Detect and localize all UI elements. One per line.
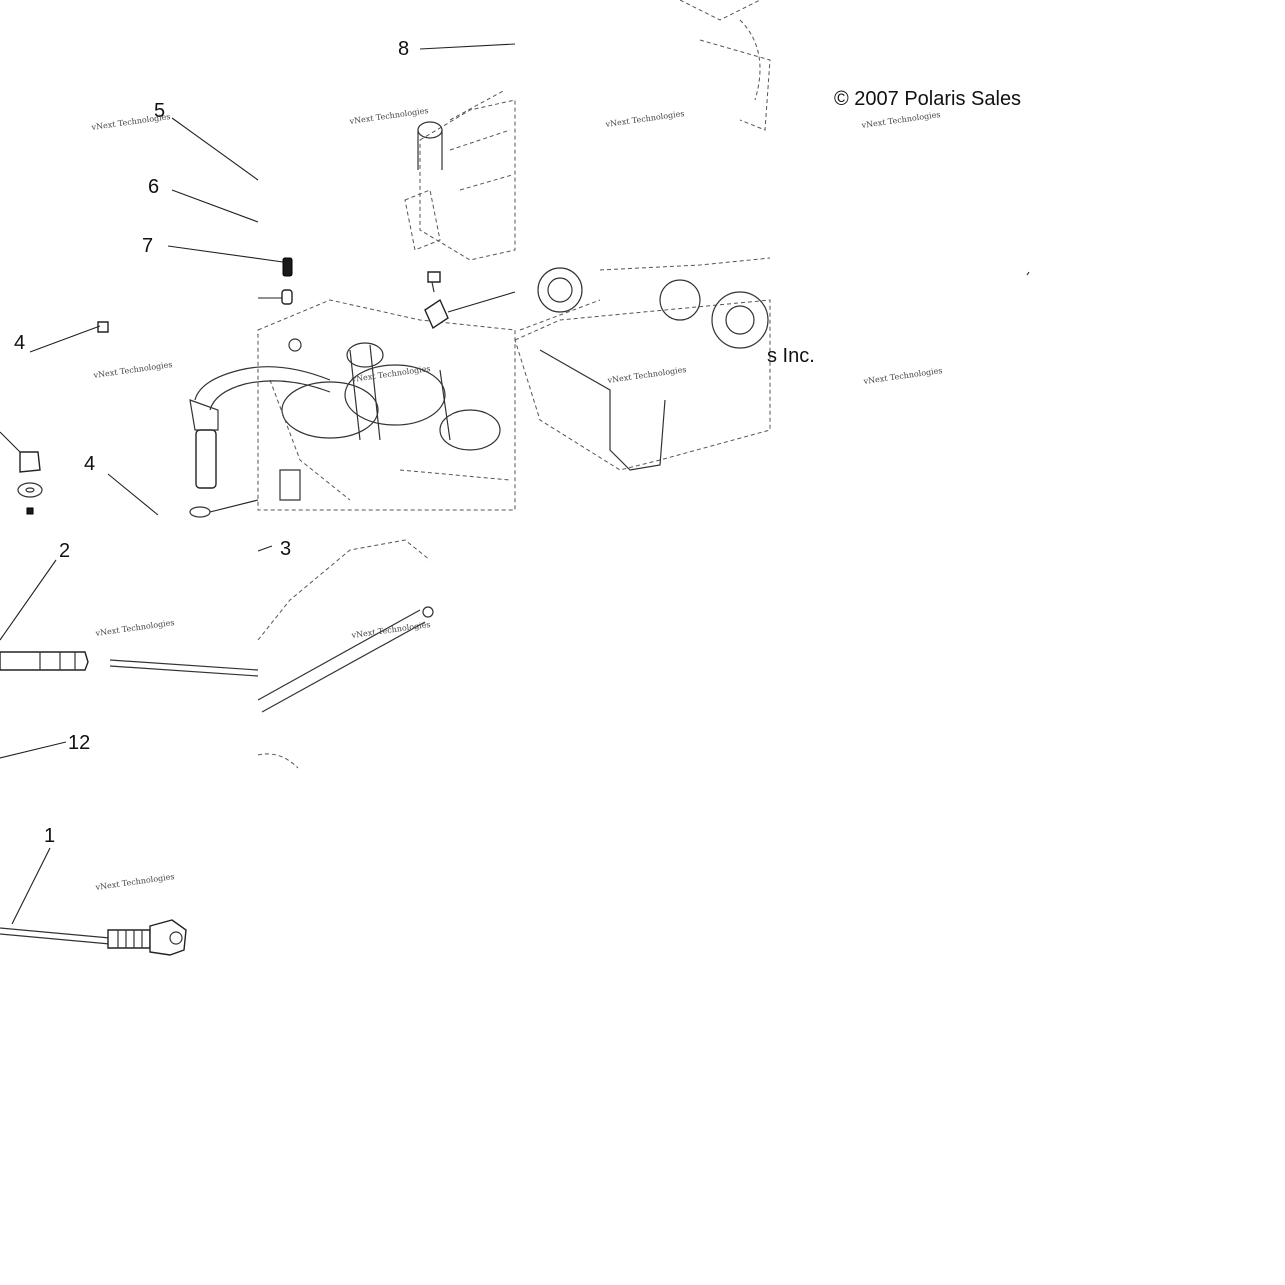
bolts-left <box>0 321 109 515</box>
callout-1: 1 <box>44 825 55 847</box>
callout-2: 2 <box>59 540 70 562</box>
leader-8 <box>419 43 516 50</box>
copyright-text: © 2007 Polaris Sales <box>834 88 1021 110</box>
callout-4a: 4 <box>14 332 25 354</box>
dipstick-item-1 <box>0 919 187 956</box>
copyright-suffix: s Inc. <box>767 345 815 367</box>
watermark-9: vNext Technologies <box>94 618 175 638</box>
leader-4b <box>107 473 159 516</box>
dipstick-tube-upper <box>189 366 331 518</box>
dipstick-assembly-middle <box>0 539 434 769</box>
tick-mark <box>1026 271 1030 276</box>
leader-6 <box>171 189 259 223</box>
watermark-3: vNext Technologies <box>604 109 685 129</box>
watermark-11: vNext Technologies <box>94 872 175 892</box>
callout-8: 8 <box>398 38 409 60</box>
leader-fork <box>447 291 516 313</box>
callout-12: 12 <box>68 732 90 754</box>
watermarks: vNext Technologies vNext Technologies vN… <box>90 106 943 892</box>
callout-4b: 4 <box>84 453 95 475</box>
engine-block-oilpan <box>514 257 771 471</box>
watermark-8: vNext Technologies <box>862 366 943 386</box>
callout-3: 3 <box>280 538 291 560</box>
leader-1 <box>11 847 51 925</box>
leader-5 <box>171 117 259 181</box>
leader-lines <box>0 43 516 925</box>
watermark-10: vNext Technologies <box>350 620 431 640</box>
watermark-7: vNext Technologies <box>606 365 687 385</box>
callout-5: 5 <box>154 100 165 122</box>
callout-7: 7 <box>142 235 153 257</box>
watermark-1: vNext Technologies <box>90 112 171 132</box>
callout-labels: 8 5 6 7 4 4 2 3 12 1 <box>14 38 409 847</box>
leader-4a <box>29 325 101 353</box>
hardware-pins <box>258 257 449 330</box>
watermark-5: vNext Technologies <box>92 360 173 380</box>
engine-block-center <box>257 299 516 511</box>
watermark-4: vNext Technologies <box>860 110 941 130</box>
callout-6: 6 <box>148 176 159 198</box>
leader-12 <box>0 741 67 759</box>
leader-2 <box>0 559 57 641</box>
watermark-2: vNext Technologies <box>348 106 429 126</box>
leader-3 <box>257 545 273 552</box>
engine-block-upper <box>404 0 771 261</box>
leader-7 <box>167 245 284 263</box>
